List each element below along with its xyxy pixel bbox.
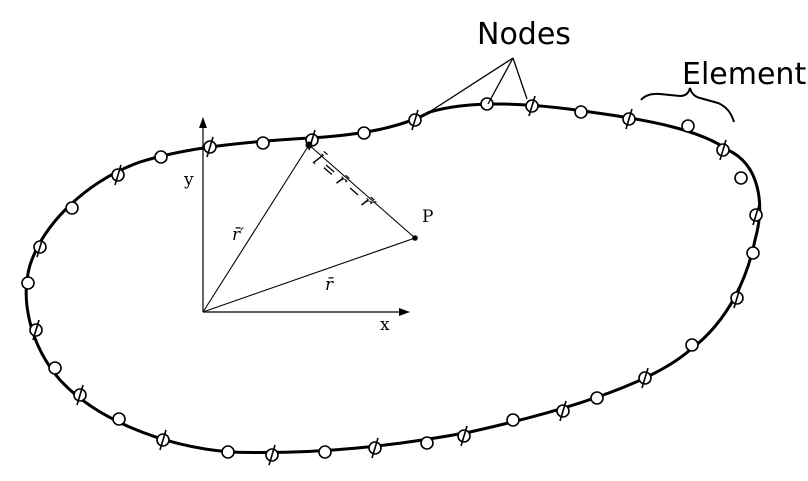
vector-r-prime-label: r̄′: [232, 225, 244, 245]
boundary-node: [734, 171, 748, 185]
boundary-node: [525, 95, 539, 117]
boundary-node: [357, 126, 371, 140]
boundary-node: [480, 97, 494, 111]
vector-r: [202, 237, 416, 313]
boundary-node: [265, 444, 279, 466]
boundary-node: [408, 109, 422, 131]
boundary-node: [506, 413, 520, 427]
boundary-node: [574, 105, 588, 119]
boundary-node: [716, 139, 730, 161]
boundary-node: [318, 445, 332, 459]
point-p-dot: [412, 235, 418, 241]
element-brace: [640, 87, 735, 123]
x-axis-arrowhead: [399, 308, 410, 316]
boundary-node: [111, 164, 125, 186]
vector-r-label: r̄: [325, 275, 334, 295]
boundary-node: [622, 108, 636, 130]
boundary-node: [33, 236, 47, 258]
x-axis-label: x: [380, 315, 390, 335]
boundary-node: [638, 367, 652, 389]
y-axis-arrowhead: [199, 117, 207, 128]
boundary-node: [65, 201, 79, 215]
boundary-node: [29, 319, 43, 341]
nodes-leader-line: [487, 57, 514, 105]
boundary-node: [112, 412, 126, 426]
nodes-layer: [21, 95, 763, 466]
vector-l-label: l̄ = r̄ − r̄′: [309, 149, 381, 216]
vector-l: [308, 144, 416, 239]
point-p-label: P: [422, 207, 433, 227]
element-label: Element: [682, 57, 806, 92]
boundary-node: [457, 425, 471, 447]
nodes-label: Nodes: [477, 17, 571, 52]
boundary-curve: [24, 102, 762, 455]
vector-r-prime: [202, 144, 310, 313]
nodes-leader-line: [419, 57, 514, 119]
boundary-node: [156, 429, 170, 451]
y-axis-label: y: [183, 170, 194, 190]
boundary-node: [368, 437, 382, 459]
boundary-node: [73, 384, 87, 406]
boundary-node: [730, 287, 744, 309]
boundary-node: [681, 119, 695, 133]
boundary-node: [420, 436, 434, 450]
boundary-node: [749, 204, 763, 226]
boundary-node: [685, 338, 699, 352]
boundary-node: [154, 150, 168, 164]
boundary-node: [203, 136, 217, 158]
nodes-leader-line: [512, 57, 528, 100]
boundary-node: [746, 246, 760, 260]
boundary-node: [48, 361, 62, 375]
boundary-node: [21, 276, 35, 290]
source-point-dot: [305, 141, 313, 149]
boundary-node: [256, 136, 270, 150]
boundary-node: [221, 445, 235, 459]
boundary-node: [556, 400, 570, 422]
boundary-node: [590, 391, 604, 405]
